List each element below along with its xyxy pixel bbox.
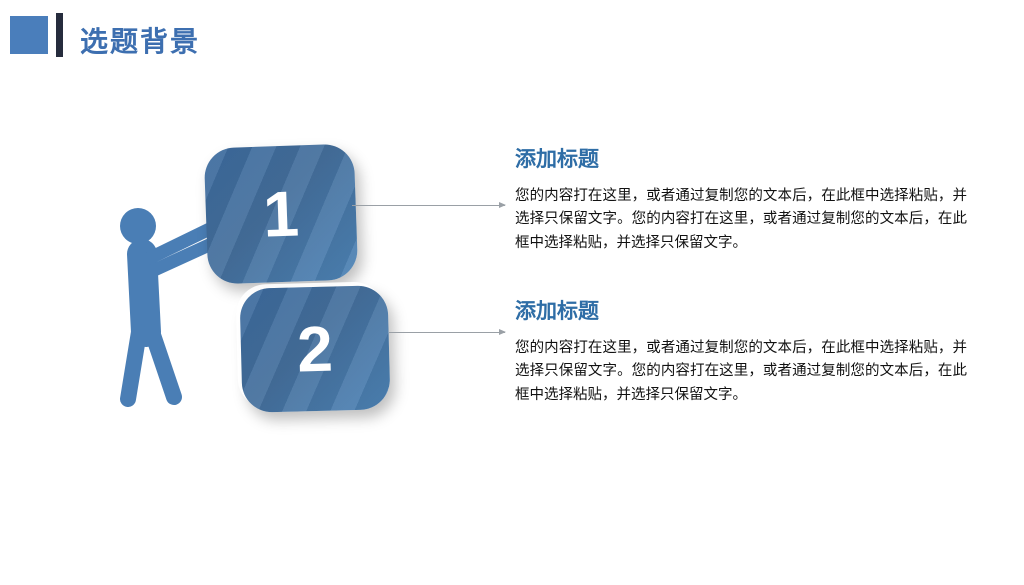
- person-torso: [127, 239, 161, 347]
- slide-title: 选题背景: [80, 26, 201, 57]
- arrow-connector-1: [352, 202, 506, 208]
- number-box-1-label: 1: [261, 177, 301, 251]
- header-accent-bar: [56, 13, 63, 57]
- content-block-1-title: 添加标题: [515, 148, 599, 171]
- number-box-2-label: 2: [296, 312, 334, 386]
- person-head: [120, 208, 156, 244]
- arrow-connector-2: [389, 329, 506, 335]
- number-box-2: 2: [239, 285, 391, 413]
- content-block-2-title: 添加标题: [515, 300, 599, 323]
- content-block-2-body: 您的内容打在这里，或者通过复制您的文本后，在此框中选择粘贴，并选择只保留文字。您…: [515, 340, 967, 403]
- content-block-1: 添加标题 您的内容打在这里，或者通过复制您的文本后，在此框中选择粘贴，并选择只保…: [515, 143, 967, 255]
- header-accent-square: [10, 16, 48, 54]
- person-leg-left: [120, 324, 147, 407]
- person-leg-right: [144, 324, 182, 405]
- content-block-2: 添加标题 您的内容打在这里，或者通过复制您的文本后，在此框中选择粘贴，并选择只保…: [515, 295, 967, 407]
- number-box-1: 1: [203, 143, 359, 285]
- content-block-1-body: 您的内容打在这里，或者通过复制您的文本后，在此框中选择粘贴，并选择只保留文字。您…: [515, 188, 967, 251]
